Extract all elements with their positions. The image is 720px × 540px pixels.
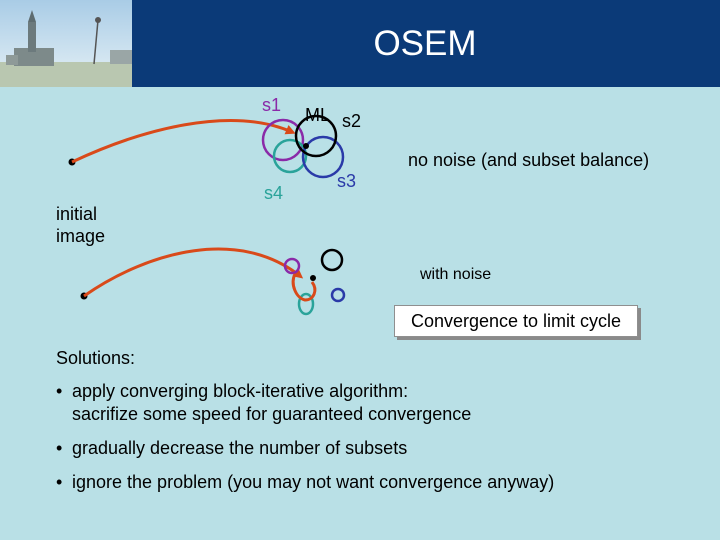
solution-item: gradually decrease the number of subsets [56, 437, 554, 460]
label-ml: ML [305, 105, 331, 125]
solutions-heading: Solutions: [56, 348, 136, 368]
label-s1: s1 [262, 95, 282, 115]
university-photo [0, 0, 132, 87]
convergence-arrow-bottom [83, 247, 304, 298]
label-initial: initial image [56, 203, 105, 247]
solution-item-line1: apply converging block-iterative algorit… [72, 381, 409, 401]
circle-s4-noise [297, 292, 315, 316]
circle-ml [294, 114, 338, 158]
circle-s3-noise [330, 287, 346, 303]
label-s4: s4 [264, 183, 284, 203]
label-s2: s2 [342, 111, 362, 131]
solution-item-line1: gradually decrease the number of subsets [72, 438, 408, 458]
ml-point [303, 143, 309, 149]
solution-item-line2: sacrifize some speed for guaranteed conv… [72, 404, 472, 424]
circle-s1 [261, 118, 305, 162]
circle-s1-noise [283, 257, 301, 275]
convergence-callout: Convergence to limit cycle [394, 305, 638, 337]
label-initial-line2: image [56, 226, 106, 246]
solution-item-line1: ignore the problem (you may not want con… [72, 472, 555, 492]
convergence-arrow-top [71, 119, 296, 164]
solutions-list: apply converging block-iterative algorit… [56, 380, 554, 505]
slide-title: OSEM [373, 24, 477, 63]
circle-ml-noise [320, 248, 344, 272]
solution-item: apply converging block-iterative algorit… [56, 380, 554, 426]
label-initial-line1: initial [56, 204, 98, 224]
ml-point-noise [310, 275, 316, 281]
circle-s4 [272, 138, 308, 174]
circle-s3 [301, 135, 345, 179]
limit-cycle-loop [291, 273, 317, 302]
label-with-noise: with noise [420, 266, 492, 283]
label-s3: s3 [337, 171, 357, 191]
header-bar: OSEM [0, 0, 720, 87]
label-no-noise: no noise (and subset balance) [408, 150, 650, 170]
solution-item: ignore the problem (you may not want con… [56, 471, 554, 494]
